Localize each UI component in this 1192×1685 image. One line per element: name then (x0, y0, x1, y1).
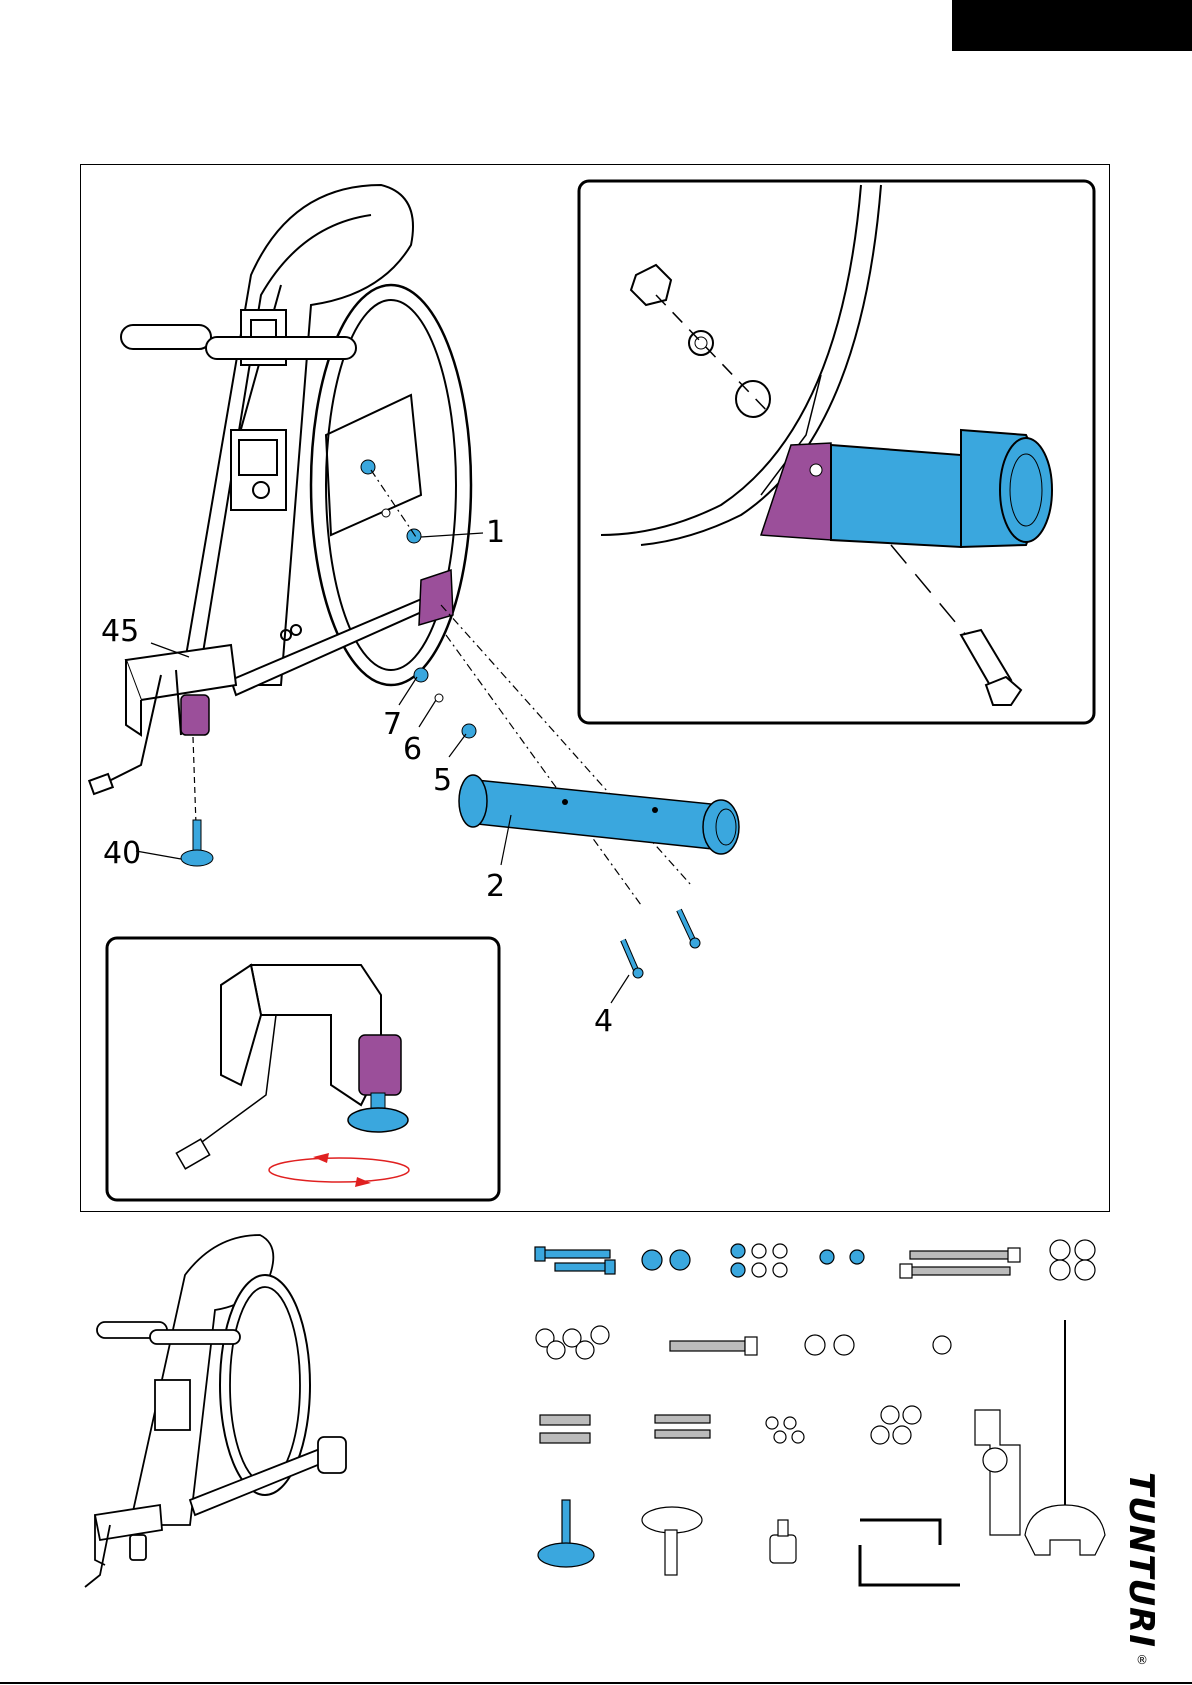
callout-40: 40 (103, 836, 141, 871)
tunturi-logo: TUNTURI ® (1122, 1468, 1162, 1668)
callout-7: 7 (383, 707, 402, 742)
callout-4: 4 (594, 1004, 613, 1039)
hardware-row-3 (540, 1320, 1105, 1555)
callout-2: 2 (486, 869, 505, 904)
callout-6: 6 (403, 732, 422, 767)
part-7 (414, 668, 428, 682)
part-4-bolts (623, 910, 700, 978)
callout-45: 45 (101, 614, 139, 649)
hardware-row-2 (536, 1326, 951, 1359)
bike-body (89, 185, 471, 794)
bike-overview (85, 1235, 346, 1587)
foot-knob (181, 695, 209, 735)
callout-1: 1 (486, 515, 505, 550)
hardware-row-1 (535, 1240, 1095, 1280)
registered-mark: ® (1136, 1653, 1148, 1667)
inset-detail-tube (579, 181, 1094, 723)
logo-text: TUNTURI (1122, 1472, 1161, 1648)
part-40-foot (181, 820, 213, 866)
assembly-diagram-frame: 1 45 7 6 5 2 40 4 (80, 164, 1110, 1212)
assembly-diagram: 1 45 7 6 5 2 40 4 (81, 165, 1111, 1213)
bottom-rule (0, 1682, 1192, 1684)
corner-tab (952, 0, 1192, 51)
hardware-row-4 (538, 1500, 960, 1585)
callout-5: 5 (433, 763, 452, 798)
hardware-parts-area (0, 1215, 1192, 1675)
bracket-purple (419, 570, 453, 625)
inset-detail-foot (107, 938, 499, 1200)
part-2-tube (459, 775, 739, 854)
